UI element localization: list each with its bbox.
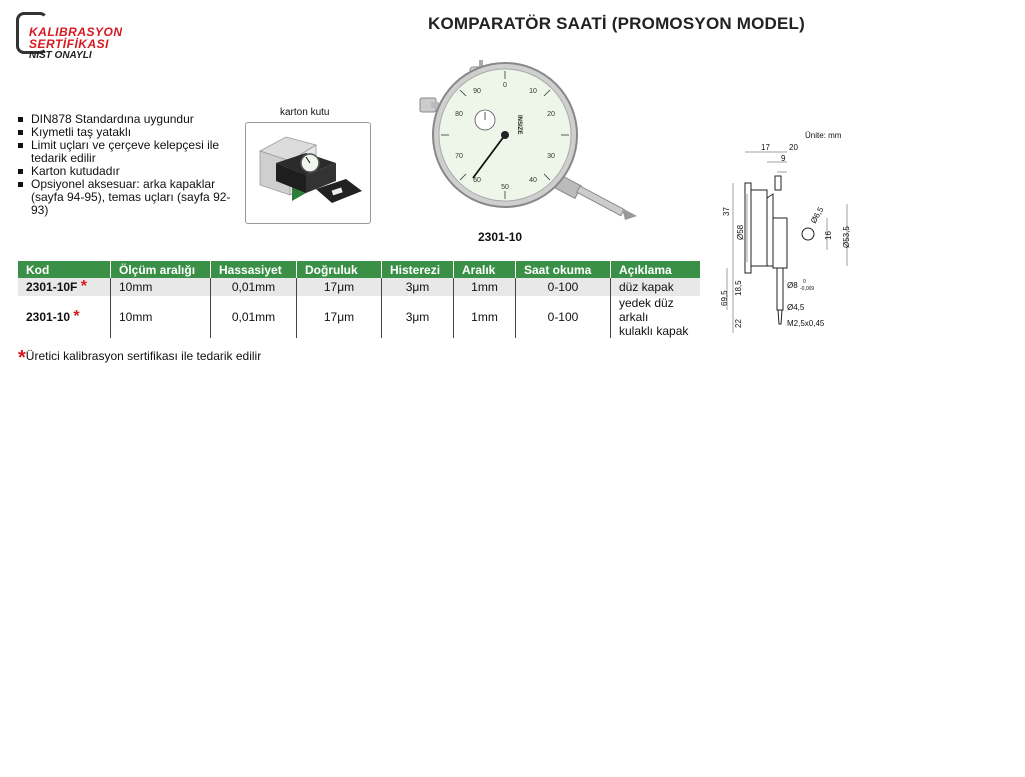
dim-label: Ø8 [787, 281, 798, 290]
code-cell: 2301-10F * [18, 278, 111, 296]
col-header: Ölçüm aralığı [110, 261, 211, 278]
range-cell: 10mm [110, 278, 211, 296]
resolution-cell: 0,01mm [210, 296, 297, 338]
dim-label: Ø6,5 [809, 205, 826, 225]
unit-label: Ünite: mm [805, 131, 842, 140]
range-cell: 10mm [110, 296, 211, 338]
logo-line-1: KALIBRASYON [29, 25, 123, 39]
calibration-star: * [73, 308, 80, 325]
col-header: Kod [18, 261, 111, 278]
table-row: 2301-10 * 10mm 0,01mm 17μm 3μm 1mm 0-100… [18, 296, 700, 338]
technical-drawing: 17 20 9 37 Ø58 Ø6,5 16 Ø53,5 69,5 18,5 Ø… [715, 128, 865, 348]
bullet-icon [18, 130, 23, 135]
dim-label: Ø53,5 [842, 226, 851, 248]
spec-table: Kod Ölçüm aralığı Hassasiyet Doğruluk Hi… [18, 261, 700, 338]
dim-tolerance: 0 [803, 279, 806, 285]
dim-label: M2,5x0,45 [787, 319, 825, 328]
reading-cell: 0-100 [515, 278, 611, 296]
bullet-icon [18, 117, 23, 122]
logo-line-3: NIST ONAYLI [29, 50, 92, 61]
col-header: Hassasiyet [210, 261, 297, 278]
hysteresis-cell: 3μm [381, 296, 454, 338]
col-header: Aralık [453, 261, 516, 278]
feature-item: Kıymetli taş yataklı [18, 126, 233, 139]
code-cell: 2301-10 * [18, 296, 111, 338]
interval-cell: 1mm [453, 296, 516, 338]
accuracy-cell: 17μm [296, 296, 382, 338]
carton-box-image [245, 122, 371, 224]
dial-number: 80 [455, 111, 463, 118]
bullet-icon [18, 182, 23, 187]
gauge-model-code: 2301-10 [478, 230, 523, 244]
feature-item: DIN878 Standardına uygundur [18, 113, 233, 126]
dim-label: 22 [734, 319, 743, 328]
hysteresis-cell: 3μm [381, 278, 454, 296]
carton-label: karton kutu [280, 107, 330, 118]
table-row: 2301-10F * 10mm 0,01mm 17μm 3μm 1mm 0-10… [18, 278, 700, 296]
logo-frame [16, 12, 48, 54]
dial-number: 20 [547, 111, 555, 118]
logo-line-2: SERTİFİKASI [29, 37, 109, 51]
col-header: Açıklama [610, 261, 700, 278]
dial-number: 50 [501, 184, 509, 191]
dim-tolerance: -0,009 [800, 286, 814, 292]
dial-number: 90 [473, 88, 481, 95]
table-header-row: Kod Ölçüm aralığı Hassasiyet Doğruluk Hi… [18, 261, 700, 278]
dial-number: 70 [455, 153, 463, 160]
dim-label: 18,5 [734, 280, 743, 296]
feature-item: Limit uçları ve çerçeve kelepçesi ile te… [18, 139, 233, 165]
dial-number: 10 [529, 88, 537, 95]
col-header: Saat okuma [515, 261, 611, 278]
footnote: *Üretici kalibrasyon sertifikası ile ted… [18, 343, 262, 369]
dial-number: 30 [547, 153, 555, 160]
dial-indicator-icon: 0 10 20 30 40 50 60 70 80 90 INSIZE [419, 60, 637, 220]
dial-indicator-image: 0 10 20 30 40 50 60 70 80 90 INSIZE [415, 60, 655, 225]
dim-label: 37 [722, 207, 731, 216]
dim-label: 17 [761, 143, 770, 152]
dim-label: Ø58 [736, 224, 745, 240]
calibration-star: * [80, 278, 87, 295]
description-cell: düz kapak [610, 278, 700, 296]
accuracy-cell: 17μm [296, 278, 382, 296]
feature-item: Opsiyonel aksesuar: arka kapaklar (sayfa… [18, 178, 233, 217]
page-title: KOMPARATÖR SAATİ (PROMOSYON MODEL) [428, 14, 806, 33]
bullet-icon [18, 169, 23, 174]
resolution-cell: 0,01mm [210, 278, 297, 296]
feature-list: DIN878 Standardına uygundur Kıymetli taş… [18, 113, 233, 217]
dim-label: Ø4,5 [787, 303, 805, 312]
carton-box-icon [258, 136, 362, 203]
dial-number: 40 [529, 177, 537, 184]
interval-cell: 1mm [453, 278, 516, 296]
gauge-brand: INSIZE [516, 115, 522, 134]
dim-label: 9 [781, 154, 786, 163]
footnote-star: * [18, 347, 26, 369]
bullet-icon [18, 143, 23, 148]
technical-drawing-icon: 17 20 9 37 Ø58 Ø6,5 16 Ø53,5 69,5 18,5 Ø… [720, 143, 851, 333]
feature-item: Karton kutudadır [18, 165, 233, 178]
footnote-text: Üretici kalibrasyon sertifikası ile teda… [25, 349, 262, 363]
col-header: Histerezi [381, 261, 454, 278]
dial-number: 60 [473, 177, 481, 184]
reading-cell: 0-100 [515, 296, 611, 338]
calibration-logo: KALIBRASYON SERTİFİKASI NIST ONAYLI [16, 12, 136, 62]
dim-label: 16 [824, 231, 833, 240]
dim-label: 69,5 [720, 290, 729, 306]
col-header: Doğruluk [296, 261, 382, 278]
dial-number: 0 [503, 82, 507, 89]
dim-label: 20 [789, 143, 798, 152]
